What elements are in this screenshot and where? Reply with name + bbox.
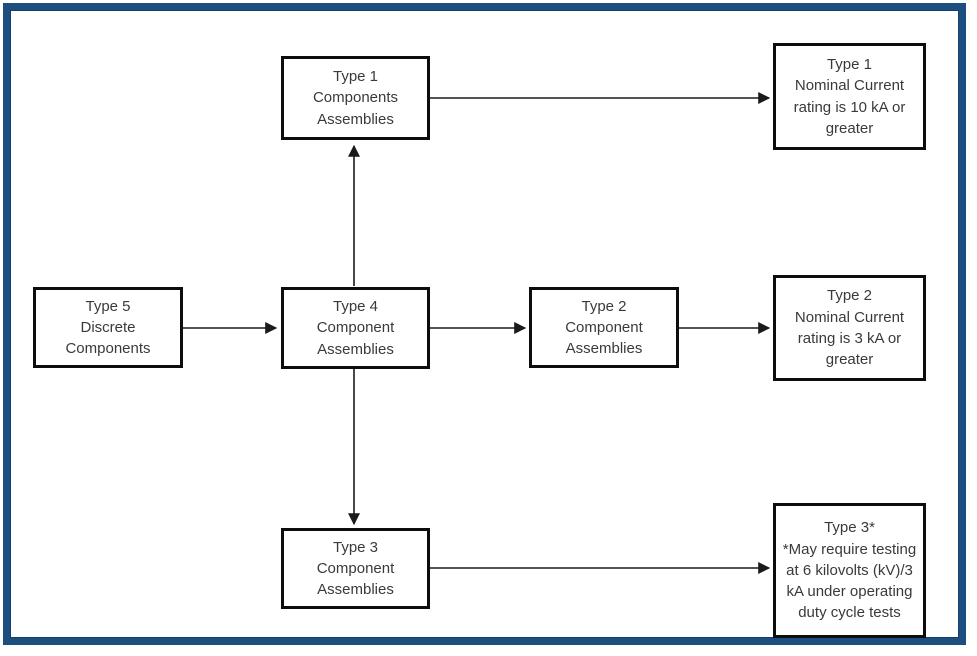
node-type1-nominal-current-rating: Type 1 Nominal Current rating is 10 kA o…: [773, 43, 926, 150]
node-type4-component-assemblies: Type 4 Component Assemblies: [281, 287, 430, 369]
node-type2-component-assemblies: Type 2 Component Assemblies: [529, 287, 679, 368]
node-type1-components-assemblies: Type 1 Components Assemblies: [281, 56, 430, 140]
node-type3-testing-requirement: Type 3* *May require testing at 6 kilovo…: [773, 503, 926, 638]
node-type2-nominal-current-rating: Type 2 Nominal Current rating is 3 kA or…: [773, 275, 926, 381]
node-type5-discrete-components: Type 5 Discrete Components: [33, 287, 183, 368]
node-type3-component-assemblies: Type 3 Component Assemblies: [281, 528, 430, 609]
